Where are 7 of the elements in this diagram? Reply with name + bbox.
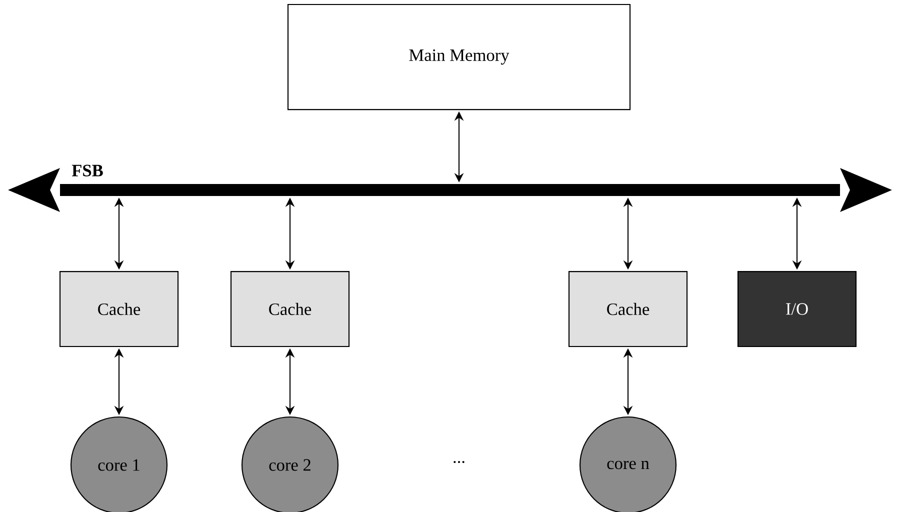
- cache-box: Cache: [230, 271, 350, 347]
- ellipsis-label: ...: [454, 461, 464, 464]
- cache-box: Cache: [568, 271, 688, 347]
- cache-box: Cache: [59, 271, 179, 347]
- memory-box: Main Memory: [287, 4, 631, 110]
- bus-label: FSB: [72, 164, 103, 176]
- io-box: I/O: [737, 271, 857, 347]
